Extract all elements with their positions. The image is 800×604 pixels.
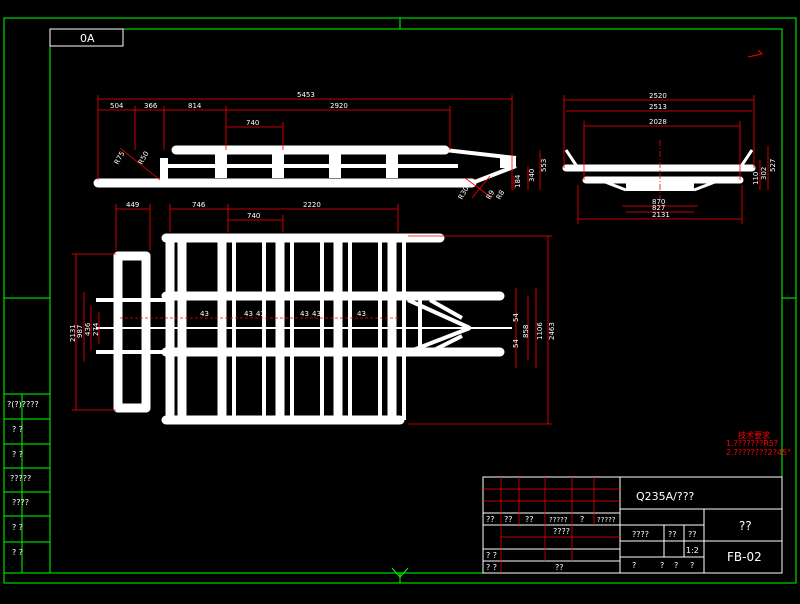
dim-end-w1: 2520 [649, 92, 667, 100]
dim-plan-m5: 43 [312, 310, 321, 318]
dim-side-h2: 340 [528, 169, 536, 182]
side-table-cell: ? ? [12, 548, 23, 557]
dim-plan-r2: 1106 [536, 322, 544, 340]
dim-plan-s2: 54 [512, 339, 520, 348]
end-elevation: 2520 2513 2028 870 827 2131 527 302 110 [562, 92, 777, 224]
dim-plan-m6: 43 [357, 310, 366, 318]
drawing-frame [3, 17, 797, 584]
dim-end-h1: 527 [769, 159, 777, 172]
dim-plan-l2: 987 [76, 325, 84, 338]
dim-side-r4: R8 [495, 189, 507, 201]
dim-end-w6: 2131 [652, 211, 670, 219]
dim-plan-r1: 2463 [548, 322, 556, 340]
title-block-cell: ? ? [486, 551, 497, 560]
side-table-cell: ????? [10, 474, 31, 483]
dim-plan-t3: 740 [247, 212, 260, 220]
side-elevation: 5453 504 366 814 2920 740 R75 R50 553 34… [93, 91, 548, 201]
title-block-cell: ? [660, 561, 664, 570]
dim-side-c: 814 [188, 102, 202, 110]
dim-side-a: 504 [110, 102, 124, 110]
title-block-cell: ? ? [486, 563, 497, 572]
dim-side-h3: 184 [514, 174, 522, 188]
dim-end-h3: 110 [752, 172, 760, 185]
dim-plan-t1: 449 [126, 201, 139, 209]
dim-plan-m1: 43 [200, 310, 209, 318]
title-block: ?? ?? ?? ????? ? ????? ???? ? ? ? ? ?? ?… [482, 476, 783, 574]
side-table-cell: ? ? [12, 450, 23, 459]
dim-plan-m4: 43 [300, 310, 309, 318]
title-block-cell: ???? [632, 530, 649, 539]
title-block-cell: ?? [688, 530, 697, 539]
dim-plan-l4: 274 [92, 322, 100, 336]
side-table-cell: ? ? [12, 523, 23, 532]
dim-side-a1: R50 [137, 150, 151, 166]
title-block-cell: ? [674, 561, 678, 570]
title-block-cell: ? [690, 561, 694, 570]
title-block-cell: ?? [555, 563, 564, 572]
drawing-scale: 1:2 [686, 546, 699, 555]
title-block-cell: ?? [504, 515, 513, 524]
note-2: 2.????????2?45° [726, 448, 791, 457]
technical-notes: 技术要求 1.???????R5? 2.????????2?45° [726, 430, 791, 457]
dim-side-h1: 553 [540, 159, 548, 172]
title-block-cell: ?? [525, 515, 534, 524]
plan-view: 449 746 740 2220 2131 987 436 274 2463 1… [69, 201, 556, 425]
dim-end-w5: 827 [652, 204, 665, 212]
dim-plan-t2: 746 [192, 201, 206, 209]
reference-box: 0A [49, 28, 124, 47]
dim-overall-length: 5453 [297, 91, 315, 99]
dim-plan-s1: 54 [512, 313, 520, 322]
dim-side-r3: R9 [485, 189, 497, 201]
dim-plan-r3: 858 [522, 325, 530, 338]
dim-end-h2: 302 [760, 167, 768, 180]
title-block-cell: ? [580, 515, 584, 524]
note-1: 1.???????R5? [726, 439, 778, 448]
title-block-cell: ?? [668, 530, 677, 539]
dim-plan-m3: 43 [256, 310, 265, 318]
title-block-cell: ???? [553, 527, 570, 536]
dim-side-b: 366 [144, 102, 158, 110]
dim-plan-t4: 2220 [303, 201, 321, 209]
title-block-cell: ????? [597, 516, 616, 524]
part-name: ?? [739, 519, 752, 533]
side-table-cell: ? ? [12, 425, 23, 434]
dim-end-w2: 2513 [649, 103, 667, 111]
dim-plan-l3: 436 [84, 322, 92, 336]
notes-title: 技术要求 [738, 430, 770, 440]
dim-side-r1: R75 [113, 150, 127, 166]
reference-mark: 0A [80, 32, 95, 45]
dim-side-d: 2920 [330, 102, 348, 110]
drawing-number: FB-02 [727, 550, 762, 564]
revision-mark-icon [747, 49, 764, 58]
dim-plan-l1: 2131 [69, 324, 77, 342]
side-table-cell: ???? [12, 498, 29, 507]
dim-side-e: 740 [246, 119, 259, 127]
side-table: ?(?)???? ? ? ? ? ????? ???? ? ? ? ? [3, 393, 51, 574]
dim-end-w4: 870 [652, 198, 665, 206]
material-label: Q235A/??? [636, 490, 695, 503]
side-table-cell: ?(?)???? [7, 400, 39, 409]
dim-end-w3: 2028 [649, 118, 667, 126]
dim-plan-m2: 43 [244, 310, 253, 318]
title-block-cell: ?? [486, 515, 495, 524]
title-block-cell: ????? [549, 516, 568, 524]
title-block-cell: ? [632, 561, 636, 570]
